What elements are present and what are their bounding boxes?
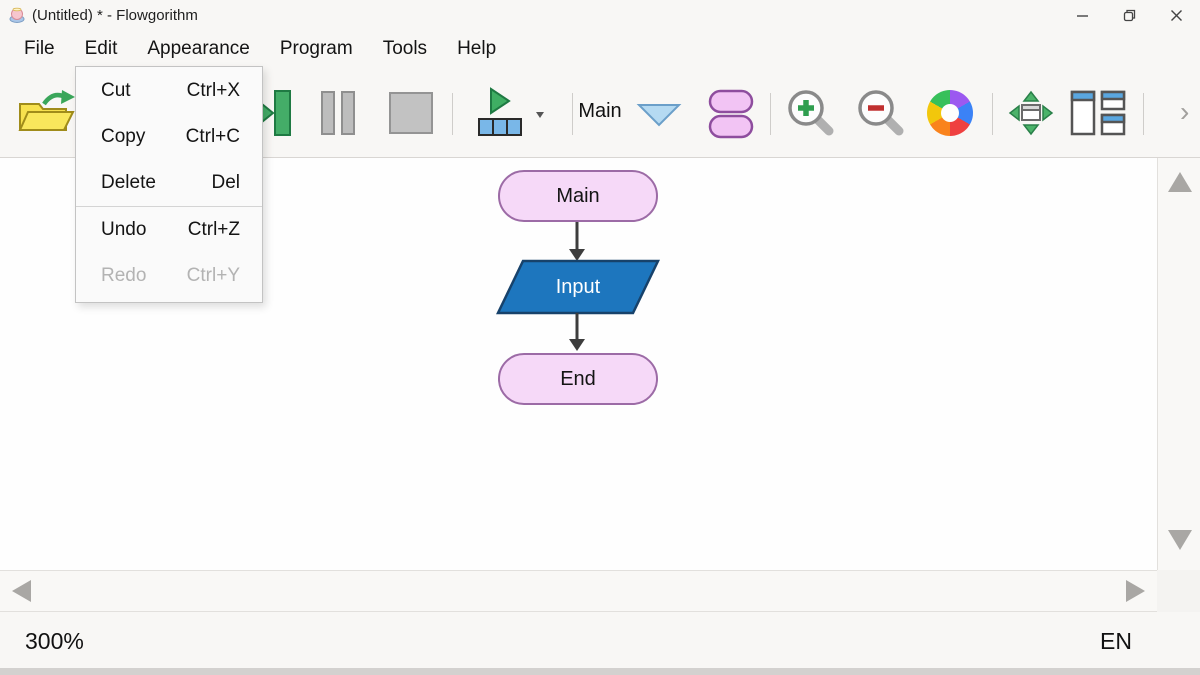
edit-menu-popup: Cut Ctrl+X Copy Ctrl+C Delete Del Undo C… (75, 66, 263, 303)
menu-item-redo: Redo Ctrl+Y (76, 253, 262, 299)
node-label: Input (555, 275, 601, 298)
toolbar-separator (1143, 93, 1144, 135)
menu-item-delete[interactable]: Delete Del (76, 160, 262, 206)
menu-item-copy[interactable]: Copy Ctrl+C (76, 114, 262, 160)
fit-to-window-button[interactable] (1007, 89, 1055, 142)
menu-item-shortcut: Ctrl+Z (187, 219, 240, 240)
menu-item-label: Copy (101, 126, 146, 147)
function-selector[interactable]: Main (575, 100, 625, 123)
app-icon (8, 6, 26, 24)
function-shapes-icon (707, 88, 755, 145)
menu-appearance[interactable]: Appearance (147, 38, 250, 59)
menu-item-shortcut: Ctrl+C (185, 126, 240, 147)
scroll-up-icon[interactable] (1168, 172, 1192, 192)
zoom-in-icon (786, 88, 834, 143)
zoom-in-button[interactable] (786, 88, 834, 143)
menu-tools[interactable]: Tools (382, 38, 428, 59)
menu-bar: File Edit Appearance Program Tools Help (0, 30, 1200, 68)
menu-item-cut[interactable]: Cut Ctrl+X (76, 68, 262, 114)
window-title: (Untitled) * - Flowgorithm (32, 6, 198, 24)
restore-button[interactable] (1106, 0, 1153, 30)
close-button[interactable] (1153, 0, 1200, 30)
horizontal-scrollbar[interactable] (0, 570, 1157, 612)
vertical-scrollbar[interactable] (1157, 158, 1200, 570)
flowchart-node-end[interactable]: End (498, 353, 658, 405)
run-layout-button[interactable] (474, 87, 528, 144)
window-layout-icon (1070, 90, 1126, 141)
function-shapes-button[interactable] (707, 88, 755, 145)
zoom-out-button[interactable] (856, 88, 904, 143)
title-bar: (Untitled) * - Flowgorithm (0, 0, 1200, 30)
menu-separator (76, 206, 262, 207)
language-indicator: EN (1100, 628, 1132, 654)
fit-to-window-icon (1007, 89, 1055, 142)
flowchart-node-input[interactable]: Input (498, 261, 658, 313)
window-layout-button[interactable] (1070, 90, 1126, 141)
stop-button[interactable] (388, 91, 434, 140)
toolbar-overflow-button[interactable]: › (1180, 98, 1189, 126)
pause-icon (320, 90, 356, 141)
zoom-out-icon (856, 88, 904, 143)
menu-item-shortcut: Ctrl+X (186, 80, 240, 101)
color-wheel-icon (927, 90, 973, 136)
status-bar: 300% EN (0, 612, 1200, 668)
menu-item-label: Redo (101, 265, 147, 286)
node-label: Main (556, 184, 600, 207)
scrollbar-corner (1157, 570, 1200, 612)
toolbar-separator (452, 93, 453, 135)
menu-item-label: Delete (101, 172, 156, 193)
menu-item-shortcut: Ctrl+Y (186, 265, 240, 286)
minimize-button[interactable] (1059, 0, 1106, 30)
menu-item-undo[interactable]: Undo Ctrl+Z (76, 207, 262, 253)
menu-help[interactable]: Help (457, 38, 497, 59)
toolbar-separator (572, 93, 573, 135)
scroll-right-icon[interactable] (1126, 580, 1145, 602)
menu-edit[interactable]: Edit (84, 38, 118, 59)
open-file-button[interactable] (16, 88, 76, 141)
flowchart-node-main[interactable]: Main (498, 170, 658, 222)
scroll-down-icon[interactable] (1168, 530, 1192, 550)
node-label: End (560, 367, 596, 390)
open-file-icon (16, 88, 76, 141)
run-options-caret-icon[interactable] (536, 112, 544, 118)
menu-program[interactable]: Program (279, 38, 353, 59)
window-controls (1059, 0, 1200, 30)
toolbar-separator (770, 93, 771, 135)
color-wheel-button[interactable] (927, 90, 973, 136)
menu-item-label: Cut (101, 80, 131, 101)
function-dropdown-icon[interactable] (636, 102, 682, 128)
pause-button[interactable] (320, 90, 356, 141)
stop-icon (388, 91, 434, 140)
window-bottom-edge (0, 668, 1200, 675)
function-selector-label: Main (578, 100, 622, 122)
menu-item-label: Undo (101, 219, 147, 240)
chevron-right-icon: › (1180, 96, 1190, 127)
scroll-left-icon[interactable] (12, 580, 31, 602)
menu-item-shortcut: Del (211, 172, 240, 193)
toolbar-separator (992, 93, 993, 135)
run-layout-icon (474, 87, 528, 144)
zoom-level: 300% (25, 628, 84, 654)
menu-file[interactable]: File (24, 38, 55, 59)
